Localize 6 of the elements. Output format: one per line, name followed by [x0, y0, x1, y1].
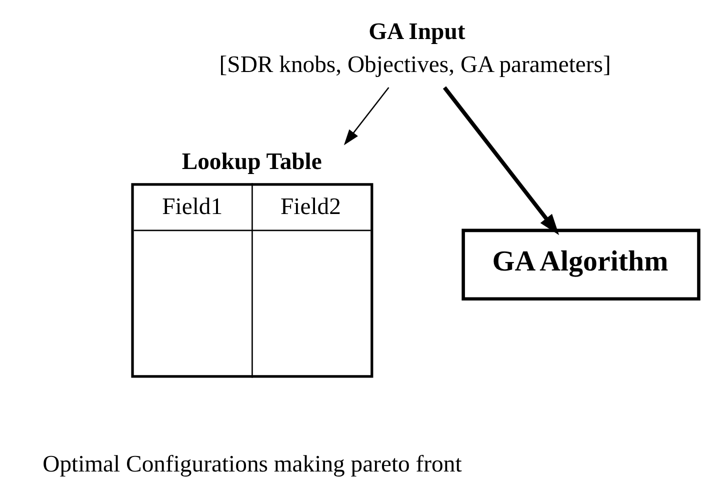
label: Optimal Configurations making pareto front	[42, 452, 462, 478]
node-box: GA Algorithm	[462, 228, 700, 300]
node-text: GA Input [SDR knobs, Objectives, GA parameters]	[219, 18, 611, 78]
node-label: Lookup Table	[182, 149, 322, 176]
arrow	[442, 86, 560, 236]
arrow	[344, 87, 390, 146]
